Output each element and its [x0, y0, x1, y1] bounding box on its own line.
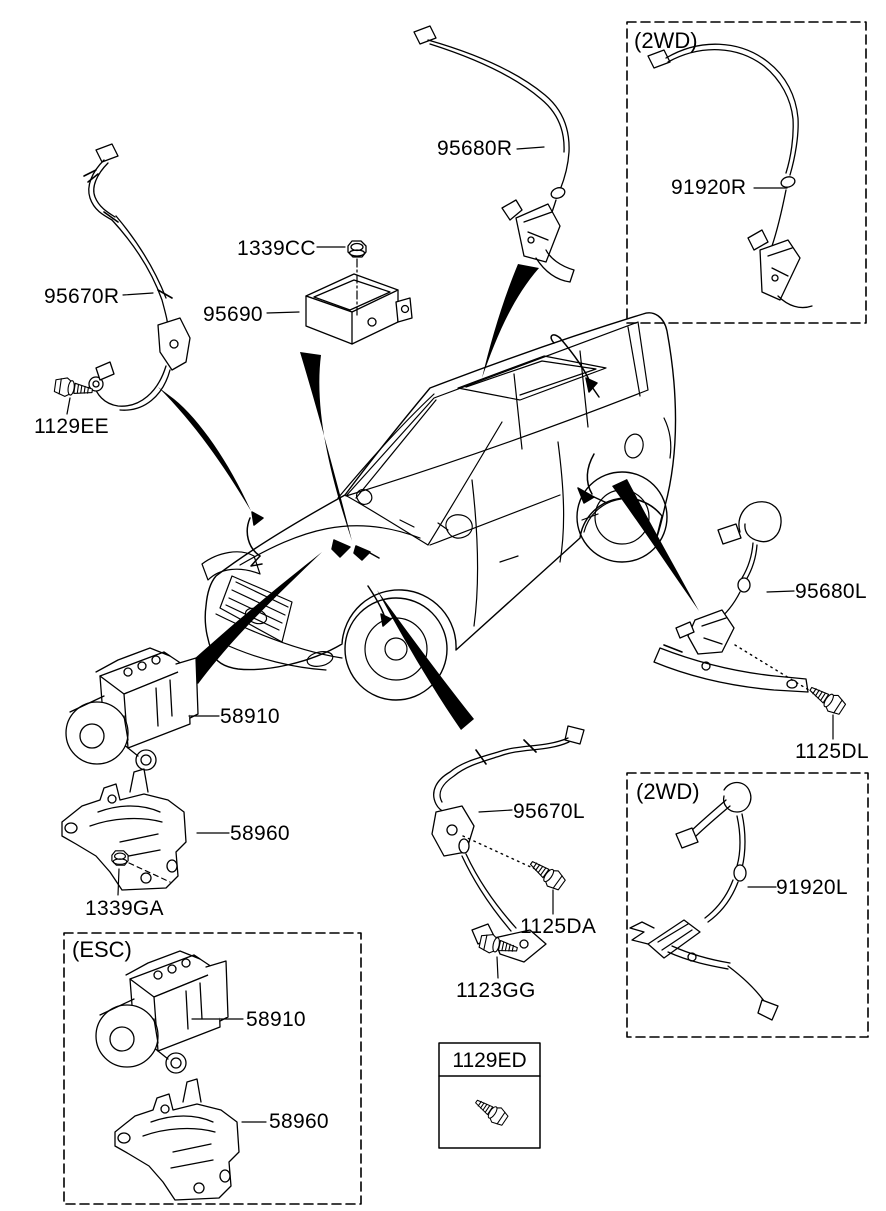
group-label-2wd-top: (2WD) [634, 28, 698, 53]
drawing-1339cc-nut [347, 240, 367, 258]
drawing-91920r-sensor [647, 43, 813, 309]
part-label-1129ed: 1129ED [452, 1049, 527, 1072]
group-label-esc: (ESC) [72, 937, 132, 962]
car-illustration [201, 312, 677, 701]
drawing-91920l-sensor [629, 781, 779, 1021]
drawing-58910-abs-module [65, 647, 199, 771]
drawing-58960-bracket [61, 768, 187, 891]
part-label-95670r: 95670R [44, 285, 120, 308]
drawing-95680l-sensor [653, 501, 813, 693]
drawing-1129ee-bolt [53, 375, 95, 401]
part-label-91920r: 91920R [671, 176, 747, 199]
part-label-91920l: 91920L [776, 876, 848, 899]
drawing-95680r-sensor [413, 25, 575, 283]
part-label-58910-esc: 58910 [246, 1008, 306, 1031]
part-label-1339ga: 1339GA [85, 897, 164, 920]
drawing-esc-58960 [114, 1078, 240, 1201]
drawing-esc-58910 [95, 950, 229, 1074]
part-label-95670l: 95670L [513, 800, 585, 823]
bolt-table-1129ed [438, 1042, 541, 1149]
leader-lines [66, 146, 834, 1123]
part-label-58910: 58910 [220, 705, 280, 728]
drawing-95690-module [305, 273, 413, 345]
part-label-58960: 58960 [230, 822, 290, 845]
group-box-2wd-top [626, 21, 867, 324]
part-label-95680r: 95680R [437, 137, 513, 160]
drawing-95670r-sensor [83, 143, 191, 411]
drawing-1125da-bolt [525, 854, 568, 894]
group-label-2wd-bottom: (2WD) [636, 779, 700, 804]
part-label-95680l: 95680L [795, 580, 867, 603]
part-label-1125da: 1125DA [520, 915, 597, 938]
part-label-58960-esc: 58960 [269, 1110, 329, 1133]
group-box-2wd-bottom [626, 772, 869, 1038]
drawing-1339ga-nut [111, 850, 129, 866]
part-label-1129ee: 1129EE [34, 415, 109, 438]
drawing-95670l-sensor [431, 725, 585, 963]
swoosh-arrows [158, 264, 699, 730]
part-label-1125dl: 1125DL [795, 740, 869, 763]
part-label-1339cc: 1339CC [237, 237, 316, 260]
part-label-95690: 95690 [203, 303, 263, 326]
drawing-1125dl-bolt [805, 680, 848, 718]
group-box-esc [63, 932, 362, 1205]
part-label-1123gg: 1123GG [456, 979, 536, 1002]
